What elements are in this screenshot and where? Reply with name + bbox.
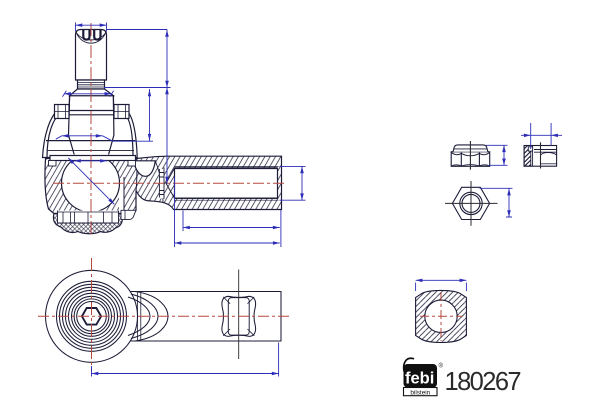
svg-text:bilstein: bilstein [410, 390, 430, 397]
svg-text:febi: febi [405, 370, 434, 388]
svg-text:180267: 180267 [445, 368, 521, 396]
svg-text:®: ® [439, 363, 444, 370]
